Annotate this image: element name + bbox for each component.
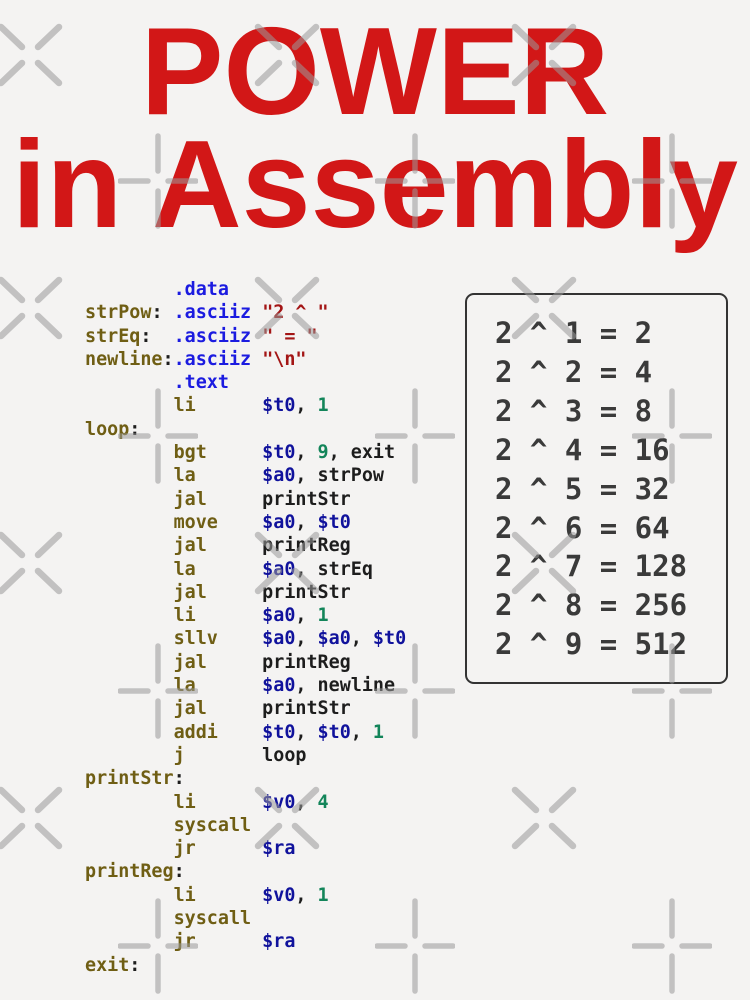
code-line: strEq: .asciiz " = ": [85, 325, 318, 347]
output-line: 2 ^ 7 = 128: [495, 549, 688, 584]
code-line: move $a0, $t0: [173, 511, 351, 533]
code-line: printStr:: [85, 768, 185, 790]
watermark-x-icon: [0, 531, 63, 595]
output-line: 2 ^ 8 = 256: [495, 588, 688, 623]
output-line: 2 ^ 4 = 16: [495, 432, 670, 467]
code-line: .data: [173, 279, 229, 300]
code-line: .text: [173, 372, 229, 394]
code-line: syscall: [173, 814, 252, 836]
code-line: j loop: [173, 744, 307, 766]
code-line: la $a0, newline: [173, 675, 396, 697]
code-line: newline:.asciiz "\n": [85, 348, 307, 370]
output-line: 2 ^ 1 = 2: [495, 316, 653, 350]
code-line: jal printReg: [173, 651, 351, 673]
code-line: syscall: [173, 908, 252, 930]
code-line: jr $ra: [173, 931, 296, 953]
code-line: li $v0, 4: [173, 791, 329, 813]
code-line: printReg:: [85, 861, 185, 883]
code-line: bgt $t0, 9, exit: [173, 442, 396, 464]
code-line: li $v0, 1: [173, 884, 329, 906]
output-line: 2 ^ 2 = 4: [495, 354, 653, 389]
output-line: 2 ^ 3 = 8: [495, 393, 653, 428]
output-line: 2 ^ 5 = 32: [495, 471, 670, 506]
title-line-1: POWER: [140, 3, 610, 141]
output-line: 2 ^ 6 = 64: [495, 510, 670, 545]
watermark-x-icon: [0, 276, 63, 340]
output-line: 2 ^ 9 = 512: [495, 627, 688, 662]
code-line: jal printStr: [173, 488, 351, 510]
code-line: sllv $a0, $a0, $t0: [173, 628, 407, 650]
code-line: la $a0, strPow: [173, 465, 384, 487]
code-line: jal printReg: [173, 535, 351, 557]
code-line: loop:: [85, 418, 141, 440]
code-line: exit:: [85, 954, 141, 976]
code-line: jal printStr: [173, 698, 351, 720]
code-line: li $a0, 1: [173, 605, 329, 627]
code-line: la $a0, strEq: [173, 558, 373, 580]
code-line: addi $t0, $t0, 1: [173, 721, 384, 743]
watermark-x-icon: [511, 786, 577, 850]
watermark-plus-icon: [632, 898, 712, 994]
output-box: 2 ^ 1 = 2 2 ^ 2 = 4 2 ^ 3 = 8 2 ^ 4 = 16 2 ^…: [465, 293, 728, 684]
output-lines: 2 ^ 1 = 2 2 ^ 2 = 4 2 ^ 3 = 8 2 ^ 4 = 16 2 ^…: [495, 314, 687, 664]
code-line: jr $ra: [173, 838, 296, 860]
code-line: jal printStr: [173, 581, 351, 603]
code-line: li $t0, 1: [173, 395, 329, 417]
title-line-2: in Assembly: [12, 116, 738, 254]
code-line: strPow: .asciiz "2 ^ ": [85, 302, 329, 324]
watermark-x-icon: [0, 786, 63, 850]
